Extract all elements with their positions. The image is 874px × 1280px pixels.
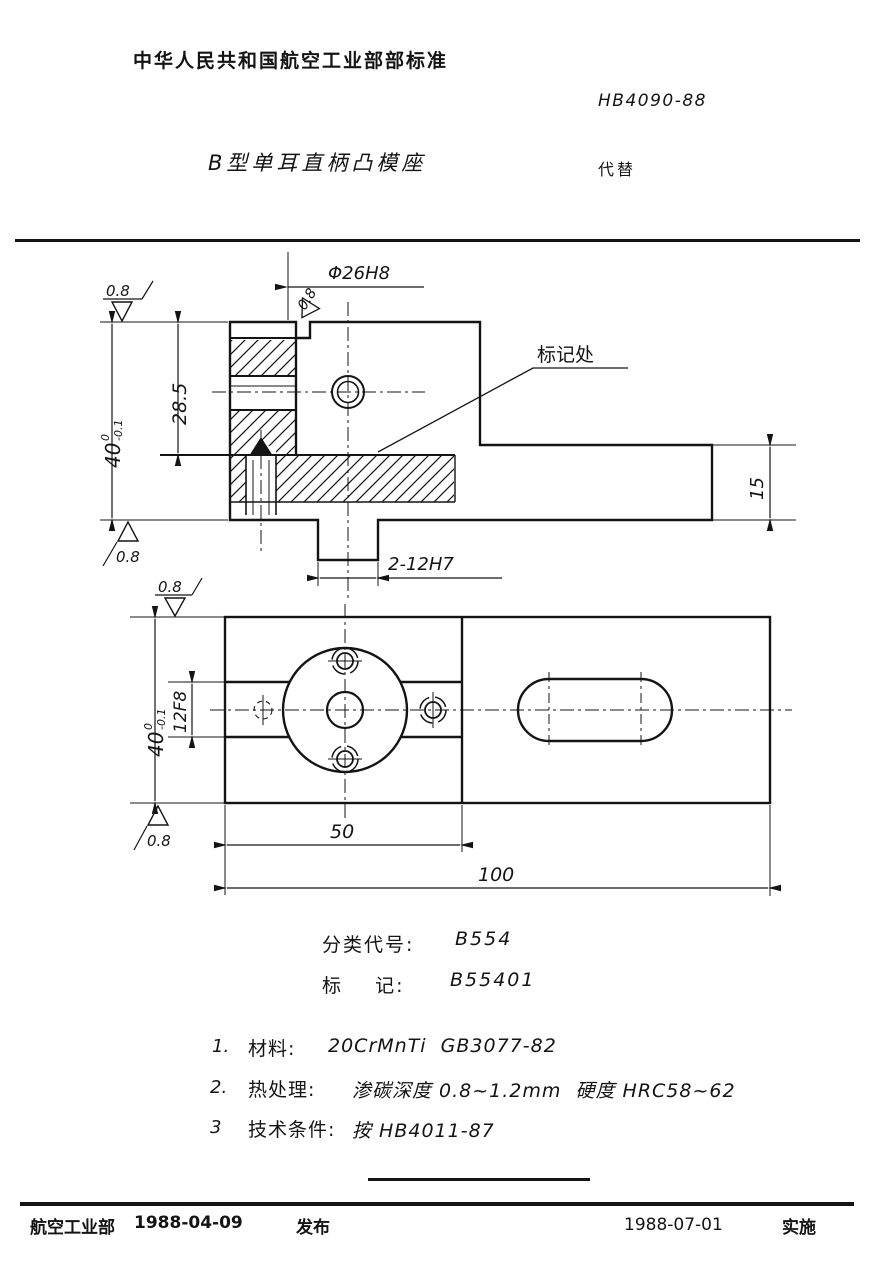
plan-height-tol-lower: -0.1: [155, 709, 168, 730]
finish-mark-section-bottom: 0.8: [102, 520, 140, 567]
bore-dimension: Φ26H8 0.8: [275, 252, 424, 320]
bore-dim-text: Φ26H8: [328, 263, 390, 284]
finish-mark-plan-top: 0.8: [155, 577, 203, 618]
full-width-dimension: 100: [214, 805, 781, 896]
mark-code-value: B55401: [450, 969, 536, 991]
finish-mark-section-top: 0.8: [103, 280, 154, 323]
slot-dimension: 12F8: [168, 671, 225, 748]
section-height-tol-lower: -0.1: [112, 420, 125, 441]
note-3-number: 3: [210, 1117, 222, 1138]
footer-issuer: 航空工业部: [30, 1218, 115, 1238]
footer-divider: [20, 1202, 854, 1206]
technical-drawing: 标记处 Φ26H8 0.8 40 0 -0.1: [99, 252, 796, 896]
note-2-value: 渗碳深度 0.8~1.2mm 硬度 HRC58~62: [352, 1080, 736, 1102]
slot-dim-text: 12F8: [171, 691, 191, 733]
section-height-value: 40: [101, 443, 125, 468]
note-1-label: 材料:: [248, 1038, 296, 1060]
note-3-label: 技术条件:: [248, 1119, 336, 1141]
step-dim-text: 28.5: [169, 383, 191, 425]
footer-issue-label: 发布: [296, 1218, 330, 1238]
note-2-number: 2.: [210, 1077, 228, 1098]
header-title: 中华人民共和国航空工业部部标准: [133, 50, 449, 72]
mark-spot-label: 标记处: [537, 344, 594, 366]
plan-height-value: 40: [144, 732, 168, 757]
full-width-text: 100: [478, 864, 514, 886]
finish-value-plan-top: 0.8: [158, 578, 182, 596]
plan-view: 40 0 -0.1 12F8 0.8: [130, 577, 792, 896]
step-dimension: 28.5: [169, 311, 191, 466]
class-code-label: 分类代号:: [322, 934, 415, 956]
note-2-label: 热处理:: [248, 1079, 316, 1101]
finish-value-section-top: 0.8: [106, 282, 130, 300]
finish-value-plan-bottom: 0.8: [147, 832, 171, 850]
section-height-dimension: 40 0 -0.1: [99, 311, 228, 531]
bore-finish-value: 0.8: [295, 286, 320, 313]
tail-dim-text: 15: [747, 477, 768, 500]
pre-footer-line: [368, 1178, 590, 1181]
document-title: B型单耳直柄凸模座: [208, 151, 427, 175]
screw-tip: [249, 437, 273, 456]
hatch-area-upper: [230, 340, 296, 376]
note-1-value: 20CrMnTi GB3077-82: [328, 1035, 557, 1057]
mark-leader-line: [377, 367, 628, 453]
plan-height-dimension: 40 0 -0.1: [130, 606, 226, 814]
note-3-value: 按 HB4011-87: [352, 1120, 495, 1142]
supersedes-label: 代替: [598, 160, 637, 179]
tab-dimension: 2-12H7: [307, 554, 502, 586]
finish-value-section-bottom: 0.8: [116, 548, 140, 566]
half-width-text: 50: [330, 821, 354, 843]
footer-issue-date: 1988-04-09: [134, 1213, 243, 1233]
header-divider: [15, 239, 860, 242]
note-1-number: 1.: [212, 1036, 230, 1057]
footer-impl-date: 1988-07-01: [624, 1215, 723, 1235]
section-outline: [228, 320, 714, 562]
finish-mark-plan-bottom: 0.8: [133, 804, 171, 851]
mark-code-label: 标 记:: [322, 975, 405, 997]
section-view: 标记处 Φ26H8 0.8 40 0 -0.1: [99, 252, 796, 600]
footer-impl-label: 实施: [782, 1218, 816, 1238]
tail-dimension: 15: [712, 434, 796, 531]
screw-detail: [245, 430, 277, 552]
plan-height-tol-upper: 0: [142, 723, 155, 730]
tab-dim-text: 2-12H7: [388, 554, 454, 575]
standard-number: HB4090-88: [598, 91, 707, 111]
section-height-tol-upper: 0: [99, 434, 112, 441]
half-width-dimension: 50: [214, 805, 473, 895]
class-code-value: B554: [455, 928, 513, 950]
position-mark: [253, 695, 273, 725]
